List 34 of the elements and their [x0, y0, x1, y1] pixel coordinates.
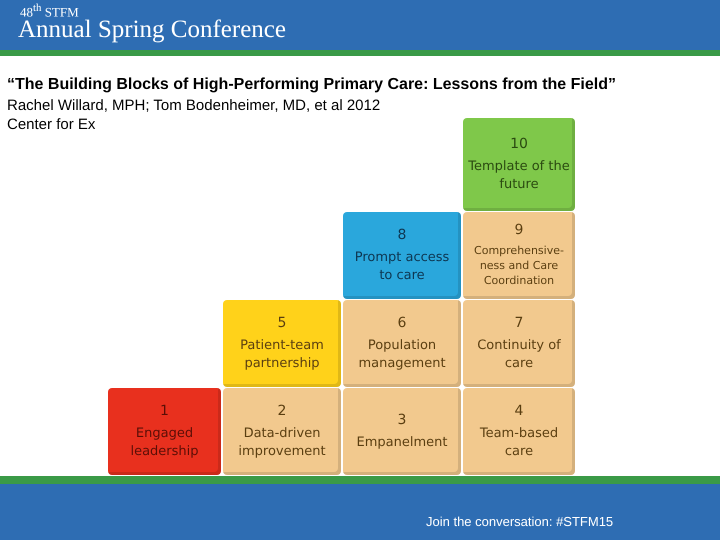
slide-title: “The Building Blocks of High-Performing Primary Care: Lessons from the Field”	[7, 76, 616, 94]
block-number: 7	[514, 314, 524, 331]
block-label: Population management	[357, 336, 447, 372]
block-label: Continuity of care	[476, 336, 562, 372]
block-label: Comprehensive-ness and Care Coordination	[473, 244, 565, 289]
source-line: Center for Ex	[7, 116, 96, 133]
building-block	[223, 300, 341, 387]
building-block	[343, 388, 461, 475]
block-label: Prompt access to care	[354, 248, 450, 284]
block-label: Data-driven improvement	[237, 424, 327, 460]
building-block	[343, 300, 461, 387]
building-block	[223, 388, 341, 475]
building-block	[463, 212, 575, 299]
block-number: 6	[398, 314, 406, 331]
block-label: Template of the future	[467, 158, 571, 194]
block-label: Empanelment	[356, 434, 448, 452]
block-label: Patient-team partnership	[239, 336, 325, 372]
author-line: Rachel Willard, MPH; Tom Bodenheimer, MD, et al 2012	[7, 97, 380, 114]
building-block	[463, 118, 575, 211]
block-number: 10	[510, 136, 528, 152]
building-block	[108, 388, 221, 475]
block-number: 3	[398, 412, 406, 428]
block-number: 5	[278, 314, 286, 331]
building-block	[343, 212, 461, 299]
block-number: 8	[398, 226, 406, 243]
block-number: 2	[278, 402, 286, 419]
building-block	[463, 388, 575, 475]
building-block	[463, 300, 575, 387]
footer-text: Join the conversation: #STFM15	[426, 514, 614, 529]
block-label: Team-based care	[478, 424, 560, 460]
block-number: 4	[514, 402, 524, 419]
block-label: Engaged leadership	[129, 424, 200, 460]
block-number: 9	[514, 222, 524, 238]
block-number: 1	[160, 402, 169, 419]
